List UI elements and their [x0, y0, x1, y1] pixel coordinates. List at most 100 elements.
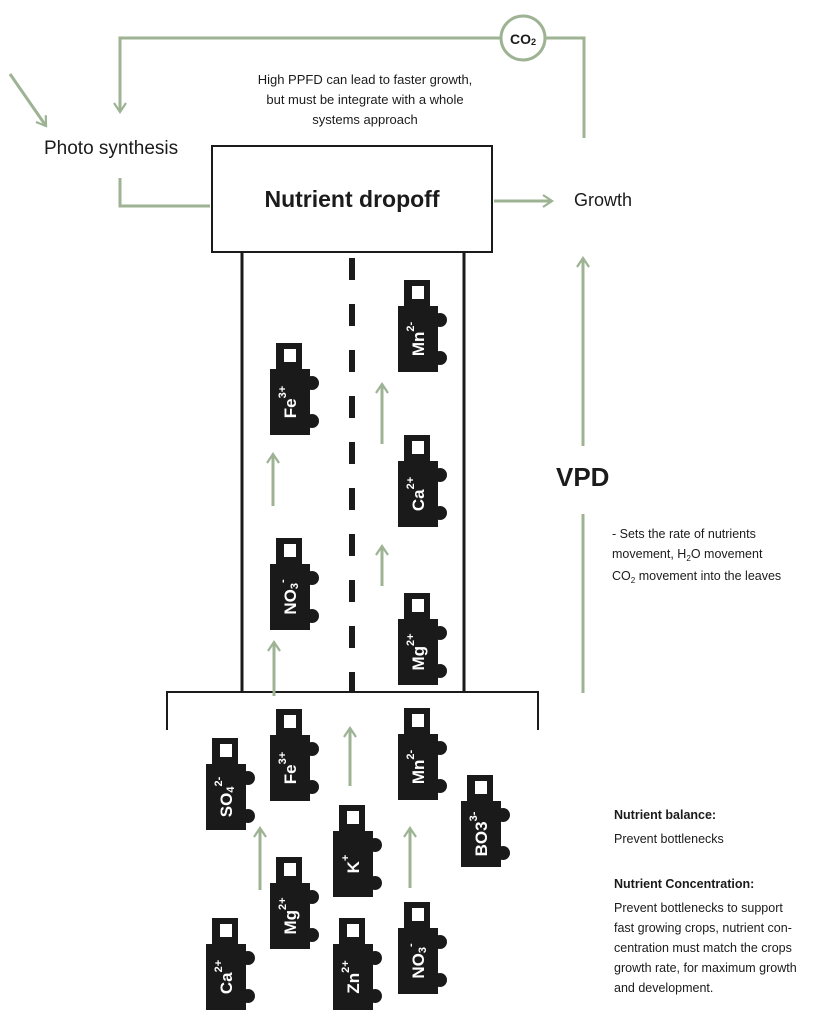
ion-symbol: SO	[217, 793, 236, 818]
truck-window	[284, 544, 296, 557]
concentration-line: Prevent bottlenecks to support	[614, 901, 783, 915]
ion-charge: 2+	[405, 477, 417, 490]
ion-charge: 2-	[213, 776, 225, 786]
ppfd-note: High PPFD can lead to faster growth, but…	[210, 70, 520, 130]
truck-body	[270, 564, 310, 630]
truck-wheel	[433, 935, 447, 949]
truck-label: Fe3+	[277, 386, 300, 418]
truck-window	[412, 908, 424, 921]
ion-symbol: Fe	[281, 398, 300, 418]
truck-label: Mg2+	[405, 633, 428, 670]
truck-wheel	[433, 468, 447, 482]
ion-charge: 2+	[277, 897, 289, 910]
truck-arrows	[253, 381, 417, 890]
concentration-line: fast growing crops, nutrient con-	[614, 921, 792, 935]
truck-body	[333, 831, 373, 897]
trucks-layer: Fe3+Mn2-Ca2+NO3-Mg2+SO42-Fe3+Mn2-BO33-K+…	[206, 280, 510, 1010]
truck-label: NO3-	[405, 943, 429, 979]
photo-to-box-line	[118, 178, 210, 208]
co2-base: CO	[509, 31, 531, 47]
ion-charge: 2+	[213, 960, 225, 973]
truck-wheel	[433, 506, 447, 520]
vpd-desc-line: CO2 movement into the leaves	[612, 566, 812, 588]
ion-charge: 2+	[340, 960, 352, 973]
ppfd-note-line: systems approach	[312, 112, 418, 127]
truck-wheel	[305, 414, 319, 428]
concentration-line: growth rate, for maximum growth	[614, 961, 797, 975]
nutrient-truck: NO3-	[398, 902, 447, 994]
ion-symbol: Mn	[409, 760, 428, 785]
nutrient-dropoff-box	[211, 145, 493, 253]
truck-wheel	[241, 771, 255, 785]
ion-charge: 3+	[277, 752, 289, 765]
truck-window	[412, 714, 424, 727]
truck-wheel	[305, 928, 319, 942]
co2-desc-sub: 2	[630, 575, 636, 585]
truck-wheel	[305, 742, 319, 756]
nutrient-truck: Mn2-	[398, 280, 447, 372]
ion-subscript: 3	[417, 947, 429, 953]
truck-body	[270, 735, 310, 801]
ion-symbol: NO	[281, 589, 300, 615]
nutrient-truck: K+	[333, 805, 382, 897]
truck-wheel	[496, 846, 510, 860]
truck-label: Fe3+	[277, 752, 300, 784]
truck-label: NO3-	[277, 579, 301, 615]
ppfd-note-line: but must be integrate with a whole	[266, 92, 464, 107]
truck-window	[220, 924, 232, 937]
truck-label: SO42-	[213, 776, 237, 817]
ion-charge: -	[405, 943, 417, 947]
co2-loop-line	[120, 36, 586, 138]
ion-symbol: K	[344, 860, 363, 873]
truck-wheel	[305, 609, 319, 623]
truck-window	[475, 781, 487, 794]
nutrient-truck: Zn2+	[333, 918, 382, 1010]
truck-wheel	[241, 989, 255, 1003]
truck-wheel	[433, 779, 447, 793]
ion-subscript: 3	[289, 583, 301, 589]
truck-wheel	[433, 664, 447, 678]
ion-symbol: Fe	[281, 764, 300, 784]
h2o-sub: 2	[686, 553, 691, 563]
vpd-title: VPD	[556, 462, 610, 492]
nutrient-truck: Ca2+	[206, 918, 255, 1010]
photosynthesis-label: Photo synthesis	[44, 138, 179, 159]
truck-label: Ca2+	[405, 477, 428, 511]
truck-wheel	[368, 989, 382, 1003]
co2-sub: 2	[530, 37, 537, 48]
truck-wheel	[305, 376, 319, 390]
ion-charge: -	[277, 579, 289, 583]
truck-label: Ca2+	[213, 960, 236, 994]
co2-circle	[499, 14, 547, 62]
truck-label: Zn2+	[340, 960, 363, 993]
ion-symbol: Mn	[409, 332, 428, 357]
nutrient-concentration-heading: Nutrient Concentration:	[614, 877, 755, 891]
ion-symbol: Mg	[409, 646, 428, 671]
truck-body	[270, 369, 310, 435]
truck-window	[284, 349, 296, 362]
truck-wheel	[433, 626, 447, 640]
truck-wheel	[241, 951, 255, 965]
truck-label: BO33-	[468, 811, 491, 856]
nutrient-truck: Mg2+	[398, 593, 447, 685]
concentration-line: centration must match the crops	[614, 941, 792, 955]
truck-body	[461, 801, 501, 867]
co2-pre: CO	[612, 569, 631, 583]
truck-label: K+	[340, 855, 363, 874]
vpd-desc-line: movement, H2O movement	[612, 544, 812, 566]
ion-symbol: Zn	[344, 973, 363, 994]
vpd-description: - Sets the rate of nutrients movement, H…	[612, 524, 812, 588]
ion-subscript: 4	[225, 786, 237, 793]
truck-wheel	[241, 809, 255, 823]
nutrient-truck: Ca2+	[398, 435, 447, 527]
ion-charge: 3+	[277, 386, 289, 399]
truck-body	[398, 928, 438, 994]
nutrient-truck: Fe3+	[270, 343, 319, 435]
truck-body	[206, 944, 246, 1010]
truck-window	[412, 441, 424, 454]
nutrient-balance-heading: Nutrient balance:	[614, 808, 717, 822]
ppfd-note-line: High PPFD can lead to faster growth,	[257, 72, 473, 87]
truck-body	[398, 461, 438, 527]
truck-body	[398, 734, 438, 800]
